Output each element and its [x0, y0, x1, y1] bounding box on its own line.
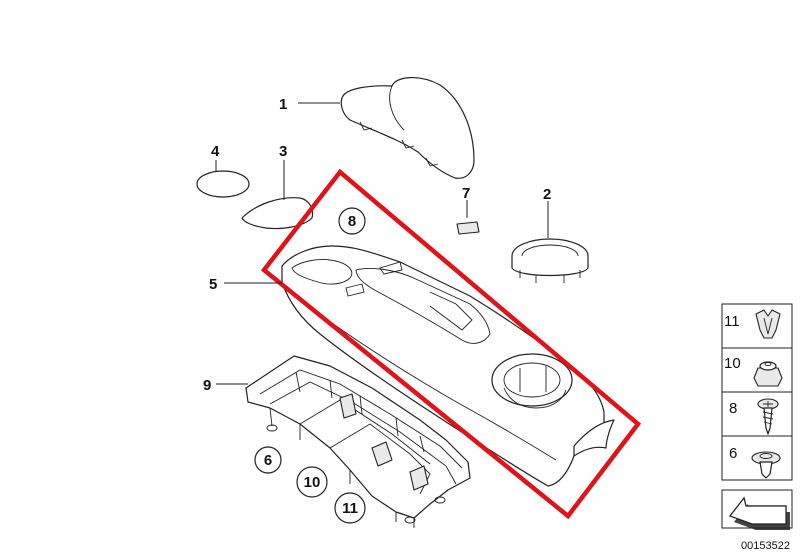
part-1-armrest-cover [340, 77, 475, 179]
highlight-frame [260, 168, 642, 520]
callout-2: 2 [543, 186, 551, 203]
arrow-icon [728, 496, 790, 530]
legend-label-8: 8 [729, 400, 737, 417]
clip-nut-icon [755, 309, 781, 339]
svg-text:10: 10 [304, 474, 321, 491]
reference-number: 00153522 [741, 540, 790, 552]
legend-label-6: 6 [729, 445, 737, 462]
part-2-trim-ring [511, 238, 589, 283]
callout-4: 4 [211, 143, 220, 160]
svg-text:6: 6 [264, 452, 272, 469]
svg-text:11: 11 [342, 500, 358, 517]
callout-1: 1 [279, 96, 287, 113]
circled-callout-10: 10 [296, 466, 328, 498]
circled-callout-6: 6 [254, 446, 282, 474]
part-7-small-clip [456, 221, 480, 235]
part-9-bracket-carrier [245, 355, 471, 528]
screw-icon [757, 398, 779, 435]
fastener-legend: 11 10 8 6 [721, 303, 793, 530]
expanding-rivet-icon [751, 451, 781, 479]
callout-7: 7 [462, 185, 470, 202]
hex-nut-icon [753, 361, 783, 387]
callout-9: 9 [203, 377, 211, 394]
circled-callout-11: 11 [334, 492, 366, 524]
callout-3: 3 [279, 143, 287, 160]
part-4-round-pad [196, 170, 250, 198]
legend-label-11: 11 [724, 313, 740, 330]
svg-text:8: 8 [348, 213, 356, 230]
circled-callout-8: 8 [338, 207, 366, 235]
part-3-insert-mat [241, 197, 314, 230]
legend-label-10: 10 [724, 355, 741, 372]
callout-5: 5 [209, 276, 217, 293]
